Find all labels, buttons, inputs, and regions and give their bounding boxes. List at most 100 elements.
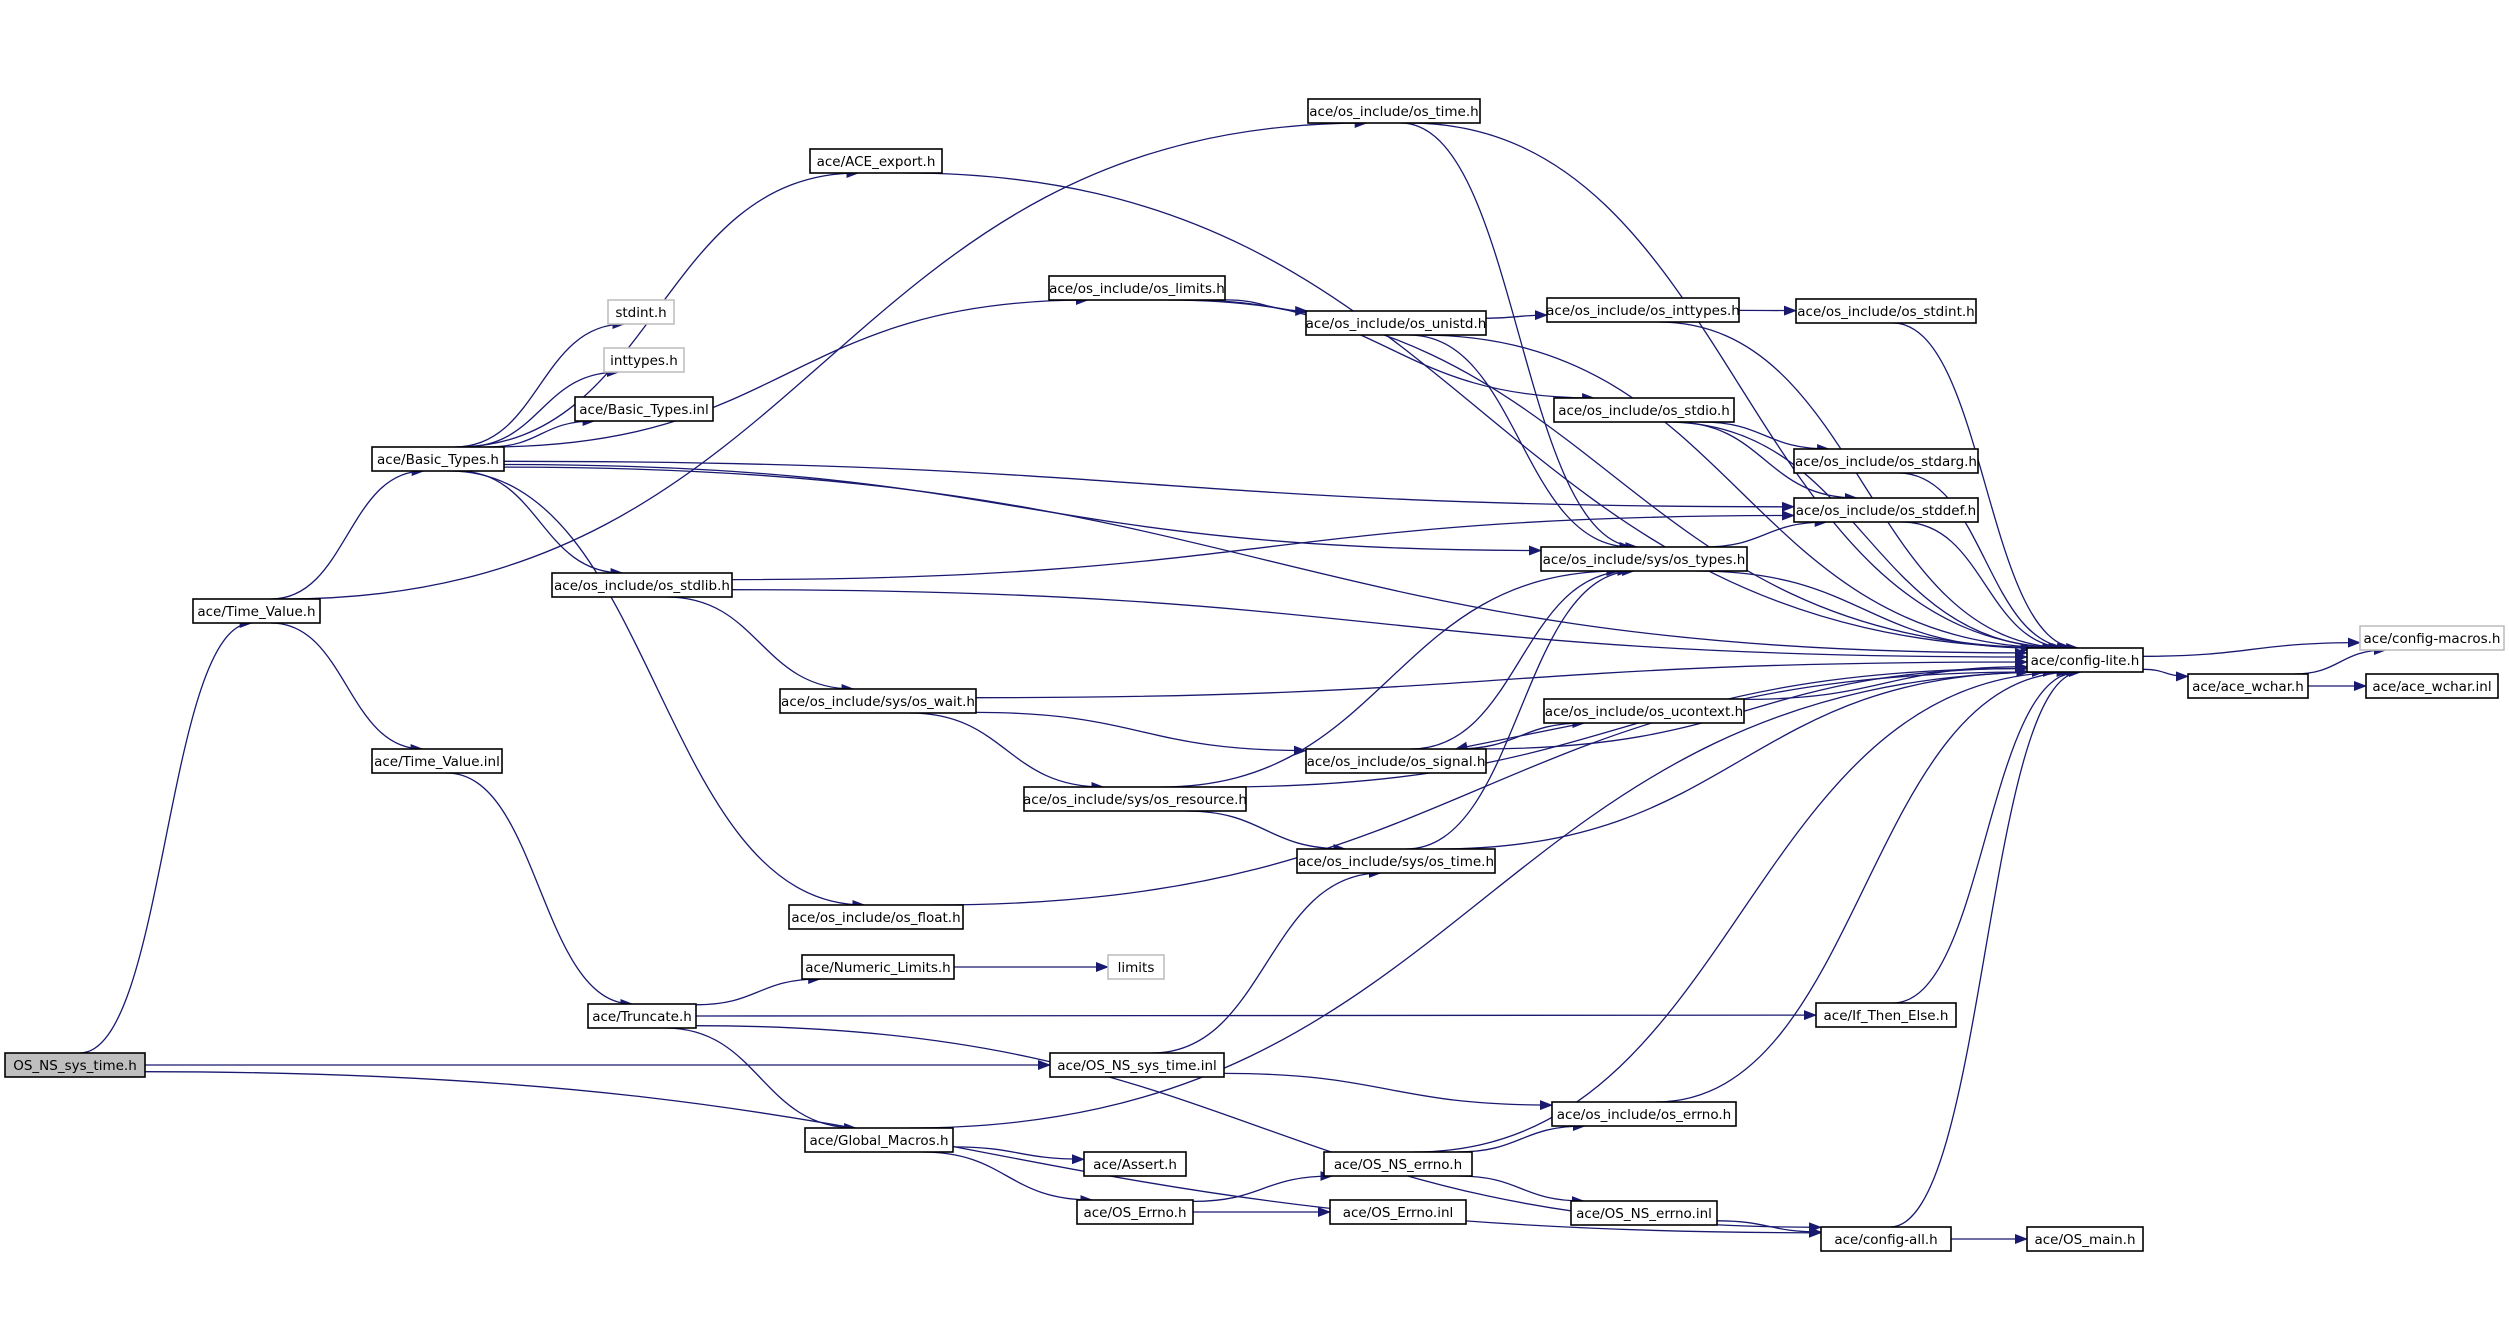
node-os_inttypes_h[interactable]: ace/os_include/os_inttypes.h — [1546, 297, 1740, 323]
node-box-os_ucontext_h — [1543, 698, 1745, 724]
edge-os_resource_h-to-sys_os_time_h — [1185, 810, 1347, 854]
node-os_stdlib_h[interactable]: ace/os_include/os_stdlib.h — [551, 572, 733, 598]
edge-os_ns_errno_inl-to-config_all_h — [1716, 1220, 1822, 1237]
node-label-os_stdarg_h: ace/os_include/os_stdarg.h — [1795, 454, 1977, 470]
node-os_signal_h[interactable]: ace/os_include/os_signal.h — [1305, 748, 1487, 774]
edge-os_resource_h-to-config_lite_h — [1216, 663, 2028, 788]
edge-global_macros_h-to-assert_h — [952, 1146, 1085, 1165]
node-truncate_h[interactable]: ace/Truncate.h — [587, 1003, 697, 1029]
node-box-numeric_limits_h — [801, 954, 955, 980]
edge-os_stddef_h-to-config_lite_h — [1901, 521, 2071, 653]
node-os_ns_sys_time_inl[interactable]: ace/OS_NS_sys_time.inl — [1049, 1052, 1225, 1078]
edge-os_stdint_h-to-config_lite_h — [1892, 322, 2080, 653]
node-label-ace_wchar_h: ace/ace_wchar.h — [2192, 679, 2304, 695]
node-global_macros_h[interactable]: ace/Global_Macros.h — [804, 1127, 954, 1153]
node-os_float_h[interactable]: ace/os_include/os_float.h — [788, 904, 964, 930]
edge-os_errno_h-to-os_ns_errno_h — [1192, 1171, 1334, 1203]
edge-os_stdlib_h-to-config_lite_h — [731, 589, 2028, 662]
node-box-os_stddef_h — [1793, 497, 1979, 523]
edge-basic_types_h-to-os_stdlib_h — [457, 470, 624, 578]
node-config_lite_h[interactable]: ace/config-lite.h — [2026, 647, 2144, 673]
node-box-ace_wchar_h — [2187, 673, 2309, 699]
node-os_errno_inl[interactable]: ace/OS_Errno.inl — [1329, 1199, 1467, 1225]
edge-os_time_h-to-os_types_h — [1400, 122, 1639, 552]
edge-global_macros_h-to-config_lite_h — [909, 667, 2056, 1129]
node-label-os_errno_inl: ace/OS_Errno.inl — [1343, 1205, 1454, 1221]
node-os_unistd_h[interactable]: ace/os_include/os_unistd.h — [1305, 310, 1487, 336]
node-label-truncate_h: ace/Truncate.h — [592, 1009, 692, 1025]
node-label-os_limits_h: ace/os_include/os_limits.h — [1049, 281, 1225, 297]
node-inttypes_h: inttypes.h — [603, 347, 685, 373]
node-os_limits_h[interactable]: ace/os_include/os_limits.h — [1048, 275, 1226, 301]
node-os_wait_h[interactable]: ace/os_include/sys/os_wait.h — [779, 688, 977, 714]
node-numeric_limits_h[interactable]: ace/Numeric_Limits.h — [801, 954, 955, 980]
node-ace_export_h[interactable]: ace/ACE_export.h — [809, 148, 943, 174]
node-os_ns_errno_inl[interactable]: ace/OS_NS_errno.inl — [1570, 1200, 1718, 1226]
edge-basic_types_h-to-stdint_h — [454, 319, 626, 448]
edge-ace_wchar_h-to-config_macros_h — [2293, 645, 2387, 675]
node-box-os_stdio_h — [1553, 397, 1735, 423]
node-label-os_float_h: ace/os_include/os_float.h — [791, 910, 960, 926]
node-os_stdarg_h[interactable]: ace/os_include/os_stdarg.h — [1793, 448, 1979, 474]
node-box-os_stdint_h — [1795, 298, 1977, 324]
node-layer: OS_NS_sys_time.h ace/Time_Value.h ace/Basi… — [4, 98, 2505, 1252]
node-box-time_value_h — [192, 598, 321, 624]
node-time_value_h[interactable]: ace/Time_Value.h — [192, 598, 321, 624]
node-ace_wchar_h[interactable]: ace/ace_wchar.h — [2187, 673, 2309, 699]
node-basic_types_h[interactable]: ace/Basic_Types.h — [371, 446, 505, 472]
edge-config_lite_h-to-config_macros_h — [2142, 637, 2361, 657]
node-os_ucontext_h[interactable]: ace/os_include/os_ucontext.h — [1543, 698, 1745, 724]
node-os_stdint_h[interactable]: ace/os_include/os_stdint.h — [1795, 298, 1977, 324]
node-label-os_stdio_h: ace/os_include/os_stdio.h — [1558, 403, 1730, 419]
edge-os_ns_sys_time_inl-to-sys_os_time_h — [1152, 868, 1382, 1054]
edge-os_stdarg_h-to-config_lite_h — [1897, 472, 2074, 653]
node-os_errno_h[interactable]: ace/OS_Errno.h — [1076, 1199, 1194, 1225]
node-label-os_wait_h: ace/os_include/sys/os_wait.h — [781, 694, 975, 710]
node-box-os_signal_h — [1305, 748, 1487, 774]
node-box-inttypes_h — [603, 347, 685, 373]
node-os_include_errno_h[interactable]: ace/os_include/os_errno.h — [1551, 1101, 1737, 1127]
node-box-os_unistd_h — [1305, 310, 1487, 336]
node-os_time_h[interactable]: ace/os_include/os_time.h — [1307, 98, 1481, 124]
edge-os_wait_h-to-os_resource_h — [909, 712, 1105, 792]
edge-truncate_h-to-if_then_else_h — [695, 1010, 1817, 1021]
node-label-inttypes_h: inttypes.h — [610, 353, 678, 369]
node-box-os_ns_sys_time_h — [4, 1052, 146, 1078]
node-label-os_errno_h: ace/OS_Errno.h — [1083, 1205, 1186, 1221]
node-box-os_types_h — [1540, 546, 1748, 572]
node-os_types_h[interactable]: ace/os_include/sys/os_types.h — [1540, 546, 1748, 572]
node-os_stddef_h[interactable]: ace/os_include/os_stddef.h — [1793, 497, 1979, 523]
node-box-os_limits_h — [1048, 275, 1226, 301]
node-box-if_then_else_h — [1815, 1002, 1957, 1028]
node-os_ns_sys_time_h[interactable]: OS_NS_sys_time.h — [4, 1052, 146, 1078]
node-os_ns_errno_h[interactable]: ace/OS_NS_errno.h — [1323, 1151, 1473, 1177]
node-if_then_else_h[interactable]: ace/If_Then_Else.h — [1815, 1002, 1957, 1028]
edge-sys_os_time_h-to-config_lite_h — [1437, 667, 2045, 850]
node-time_value_inl[interactable]: ace/Time_Value.inl — [371, 748, 503, 774]
node-os_stdio_h[interactable]: ace/os_include/os_stdio.h — [1553, 397, 1735, 423]
node-sys_os_time_h[interactable]: ace/os_include/sys/os_time.h — [1296, 848, 1496, 874]
edge-basic_types_h-to-os_stddef_h — [503, 460, 1795, 512]
node-label-numeric_limits_h: ace/Numeric_Limits.h — [805, 960, 950, 976]
node-os_resource_h[interactable]: ace/os_include/sys/os_resource.h — [1023, 786, 1247, 812]
node-config_all_h[interactable]: ace/config-all.h — [1820, 1226, 1952, 1252]
node-assert_h[interactable]: ace/Assert.h — [1083, 1151, 1187, 1177]
node-ace_wchar_inl[interactable]: ace/ace_wchar.inl — [2365, 673, 2499, 699]
edge-time_value_h-to-time_value_inl — [270, 622, 424, 754]
edge-config_all_h-to-config_lite_h — [1890, 667, 2082, 1228]
edge-basic_types_h-to-config_lite_h — [503, 466, 2028, 658]
node-box-os_include_errno_h — [1551, 1101, 1737, 1127]
edge-basic_types_h-to-inttypes_h — [462, 367, 620, 448]
node-basic_types_inl[interactable]: ace/Basic_Types.inl — [574, 396, 714, 422]
edge-os_unistd_h-to-os_inttypes_h — [1485, 310, 1548, 321]
node-label-os_time_h: ace/os_include/os_time.h — [1309, 104, 1478, 120]
node-label-os_include_errno_h: ace/os_include/os_errno.h — [1557, 1107, 1731, 1123]
node-box-os_ns_errno_inl — [1570, 1200, 1718, 1226]
node-box-time_value_inl — [371, 748, 503, 774]
node-box-os_ns_errno_h — [1323, 1151, 1473, 1177]
node-box-stdint_h — [607, 299, 675, 325]
node-label-os_main_h: ace/OS_main.h — [2034, 1232, 2135, 1248]
edge-os_stdlib_h-to-os_wait_h — [666, 596, 855, 694]
node-config_macros_h: ace/config-macros.h — [2359, 625, 2505, 651]
node-os_main_h[interactable]: ace/OS_main.h — [2026, 1226, 2144, 1252]
